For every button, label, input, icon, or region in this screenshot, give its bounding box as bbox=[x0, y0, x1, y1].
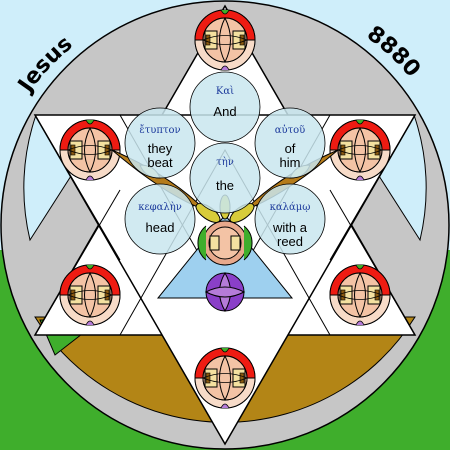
bubble-head bbox=[124, 183, 196, 255]
phrase-head: κεφαλὴν head bbox=[138, 202, 182, 235]
english-word: him bbox=[280, 155, 301, 170]
greek-word: αὐτοῦ bbox=[275, 125, 305, 136]
english-word: beat bbox=[147, 155, 173, 170]
english-word: head bbox=[146, 220, 175, 235]
word-bubbles bbox=[124, 71, 326, 255]
bubble-with-a-reed bbox=[254, 183, 326, 255]
greek-word: καλάμῳ bbox=[270, 202, 311, 213]
greek-word: κεφαλὴν bbox=[138, 202, 182, 213]
bubble-of-him bbox=[254, 107, 326, 179]
bubble-they-beat bbox=[124, 107, 196, 179]
english-word: of bbox=[285, 141, 296, 156]
phrase-with-a-reed: καλάμῳ with a reed bbox=[270, 202, 311, 249]
english-word: reed bbox=[277, 234, 303, 249]
english-word: with a bbox=[272, 220, 308, 235]
phrase-the: τὴν the bbox=[216, 157, 234, 193]
phrase-of-him: αὐτοῦ of him bbox=[275, 125, 305, 170]
bubble-and bbox=[189, 71, 261, 143]
english-word: the bbox=[216, 178, 234, 193]
phrase-and: Καὶ And bbox=[213, 86, 236, 119]
english-word: And bbox=[213, 104, 236, 119]
greek-word: ἔτυπτον bbox=[139, 125, 180, 136]
phrase-they-beat: ἔτυπτον they beat bbox=[139, 125, 180, 170]
english-word: they bbox=[148, 141, 173, 156]
greek-word: τὴν bbox=[216, 157, 234, 168]
bubble-the bbox=[189, 142, 261, 214]
greek-word: Καὶ bbox=[216, 86, 234, 97]
